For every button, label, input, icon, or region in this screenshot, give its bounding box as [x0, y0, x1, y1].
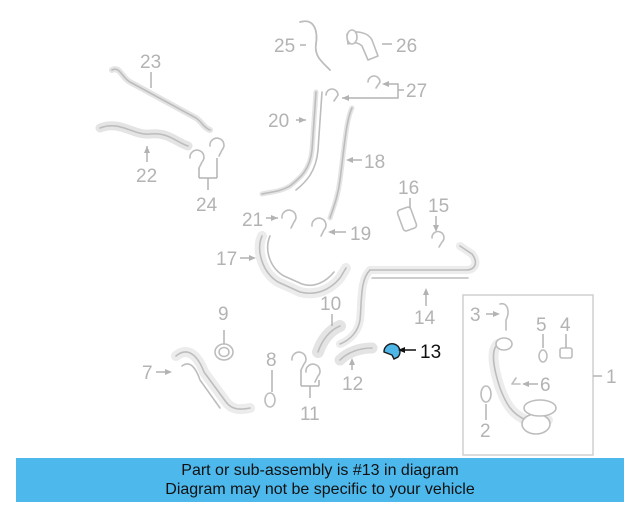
part-3-bracket [499, 302, 509, 331]
callout-15: 15 [428, 196, 449, 217]
callout-5: 5 [536, 315, 547, 336]
leader-24 [198, 158, 218, 190]
part-1-assembly [488, 337, 557, 435]
callout-22: 22 [136, 166, 157, 187]
part-9-oring [214, 343, 234, 361]
part-2-oring [480, 385, 492, 403]
callout-25: 25 [274, 36, 295, 57]
callout-13: 13 [420, 342, 441, 363]
callout-11: 11 [300, 404, 320, 425]
part-15-clamp [431, 230, 445, 248]
part-20-pipe [259, 89, 323, 197]
part-4-fitting [559, 347, 573, 359]
caption-line-1: Part or sub-assembly is #13 in diagram [181, 462, 459, 479]
callout-20: 20 [268, 111, 289, 132]
callout-2: 2 [480, 421, 491, 442]
callout-3: 3 [470, 305, 481, 326]
callout-7: 7 [142, 363, 153, 384]
part-16-sensor [396, 206, 418, 232]
part-19-clamp [311, 217, 327, 237]
callout-12: 12 [342, 374, 363, 395]
callout-6: 6 [540, 375, 551, 396]
part-11-clamps [291, 351, 321, 383]
part-14-pipe [336, 242, 480, 348]
callout-26: 26 [396, 36, 417, 57]
callout-14: 14 [414, 308, 436, 329]
callout-21: 21 [242, 210, 263, 231]
callout-1: 1 [606, 367, 617, 388]
part-21-clamp [281, 209, 297, 229]
callout-18: 18 [364, 152, 385, 173]
callout-19: 19 [350, 224, 371, 245]
callout-24: 24 [196, 195, 218, 216]
caption-banner: Part or sub-assembly is #13 in diagram D… [16, 458, 624, 502]
part-8-oring [264, 392, 276, 408]
part-12-hose [334, 342, 378, 366]
part-18-pipe [327, 105, 355, 221]
part-27-clamps [325, 75, 381, 102]
part-23-pipe [109, 66, 213, 133]
callout-17: 17 [216, 249, 237, 270]
part-24-clamps [189, 137, 225, 169]
callout-9: 9 [218, 304, 229, 325]
callout-8: 8 [266, 350, 277, 371]
part-6-clip [511, 377, 521, 385]
part-17-pipe [254, 231, 351, 299]
inset-box [462, 294, 594, 456]
callout-10: 10 [320, 294, 341, 315]
part-7-pipe [171, 347, 255, 415]
callout-16: 16 [398, 178, 419, 199]
part-25-hose [299, 20, 331, 71]
callout-27: 27 [406, 81, 427, 102]
leader-27 [342, 83, 404, 99]
part-26-elbow [346, 29, 379, 61]
part-5-oring [538, 349, 548, 363]
part-13-clamp [383, 343, 401, 360]
leader-11 [300, 370, 320, 398]
part-22-hose [95, 121, 193, 151]
caption-line-2: Diagram may not be specific to your vehi… [165, 481, 475, 498]
callout-4: 4 [560, 315, 571, 336]
part-10-hose [312, 320, 346, 358]
callout-23: 23 [140, 52, 161, 73]
